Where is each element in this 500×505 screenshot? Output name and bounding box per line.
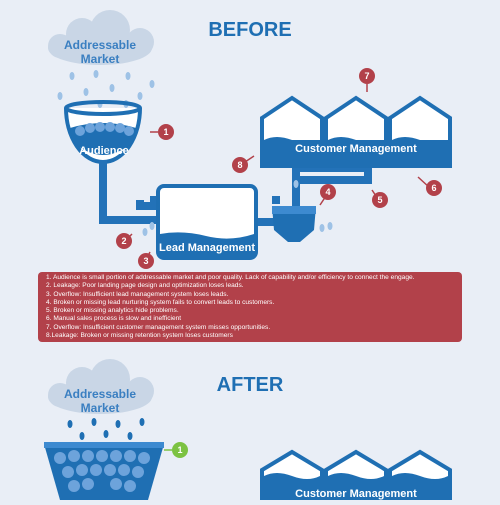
issue-item-7: 7. Overflow: Insufficient customer manag… — [46, 323, 271, 331]
issue-item-2: 2. Leakage: Poor landing page design and… — [46, 282, 244, 290]
customer-management-label: Customer Management — [295, 143, 417, 155]
svg-text:7: 7 — [364, 71, 369, 81]
after-badge-1: 1 — [164, 442, 188, 458]
cloud-label-line1: Addressable — [64, 38, 136, 52]
svg-text:3: 3 — [143, 256, 148, 266]
after-cloud-label-line1: Addressable — [64, 387, 136, 401]
after-heading: AFTER — [217, 374, 284, 396]
issue-badge-7: 7 — [359, 68, 375, 84]
after-customer-management-label: Customer Management — [295, 488, 417, 500]
issues-list: 1. Audience is small portion of addressa… — [46, 274, 454, 340]
lead-nurturing-funnel — [272, 206, 316, 242]
after-addressable-market-cloud: Addressable Market — [48, 359, 154, 415]
issue-item-6: 6. Manual sales process is slow and inef… — [46, 315, 182, 323]
after-audience-funnel — [44, 442, 164, 500]
before-heading: BEFORE — [208, 19, 291, 41]
issue-item-1: 1. Audience is small portion of addressa… — [46, 274, 415, 281]
issue-badge-5: 5 — [372, 192, 388, 208]
svg-text:8: 8 — [237, 160, 242, 170]
addressable-market-cloud: Addressable Market — [48, 10, 154, 66]
issues-list-panel: 1. Audience is small portion of addressa… — [38, 272, 462, 342]
svg-text:1: 1 — [163, 127, 168, 137]
issue-badge-3: 3 — [138, 253, 154, 269]
audience-label: Audience — [79, 145, 129, 157]
svg-text:6: 6 — [431, 183, 436, 193]
issue-badge-1: 1 — [158, 124, 174, 140]
svg-text:2: 2 — [121, 236, 126, 246]
svg-text:1: 1 — [177, 445, 182, 455]
lead-management-tank: Lead Management — [156, 184, 258, 260]
issue-badge-8: 8 — [232, 157, 248, 173]
issue-item-4: 4. Broken or missing lead nurturing syst… — [46, 298, 275, 306]
audience-funnel: Audience — [64, 100, 142, 164]
after-rain-drops — [67, 418, 145, 440]
issue-badge-2: 2 — [116, 233, 132, 249]
lead-management-label: Lead Management — [159, 242, 255, 254]
cloud-label-line2: Market — [81, 52, 120, 66]
customer-management-tanks: Customer Management — [260, 95, 452, 168]
issue-item-3: 3. Overflow: Insufficient lead managemen… — [46, 290, 229, 298]
svg-text:4: 4 — [325, 187, 330, 197]
issue-item-5: 5. Broken or missing analytics hide prob… — [46, 307, 179, 315]
issue-item-8: 8.Leakage: Broken or missing retention s… — [46, 332, 233, 340]
after-customer-management-tanks: Customer Management — [260, 449, 452, 502]
issue-badge-4: 4 — [320, 184, 336, 200]
after-cloud-label-line2: Market — [81, 401, 120, 415]
issue-badges: 1 2 3 4 5 6 7 8 — [116, 68, 442, 269]
svg-text:5: 5 — [377, 195, 382, 205]
issue-badge-6: 6 — [426, 180, 442, 196]
